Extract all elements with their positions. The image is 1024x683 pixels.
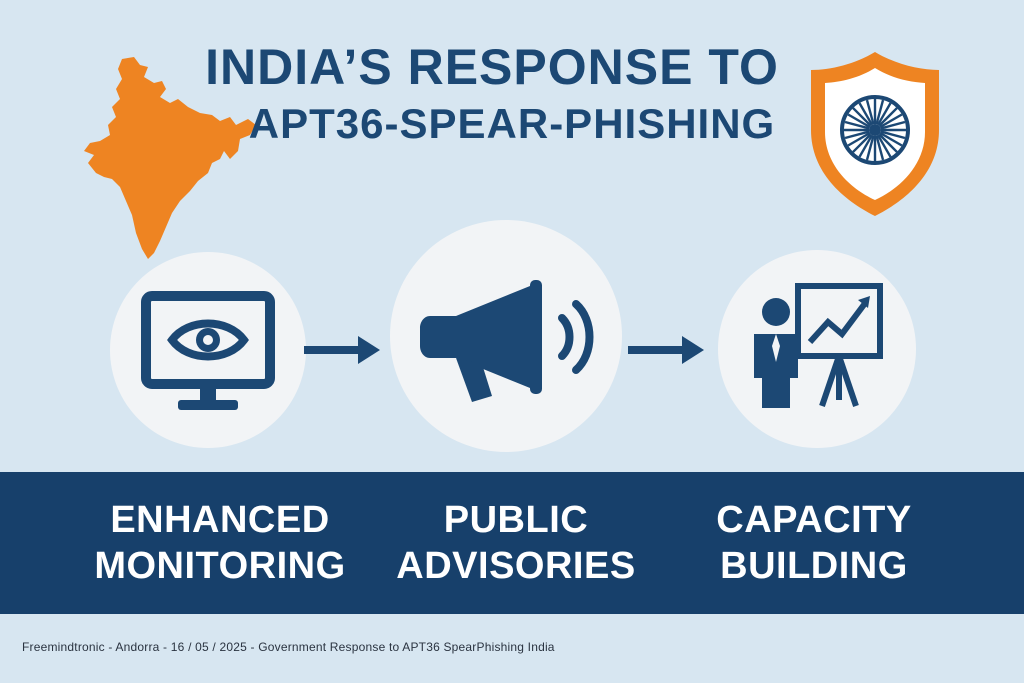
chakra-spoke (878, 107, 898, 127)
chakra-spoke (865, 135, 875, 161)
page-title: INDIA’S RESPONSE TO (205, 39, 779, 95)
chakra-spoke (880, 130, 906, 140)
chakra-spoke (880, 120, 906, 130)
arrow-right-icon (304, 336, 380, 364)
chakra-spoke (852, 133, 872, 153)
footer-caption: Freemindtronic - Andorra - 16 / 05 / 202… (22, 640, 555, 654)
step-label-monitoring: ENHANCED MONITORING (94, 499, 346, 587)
chakra-spoke (844, 120, 870, 130)
megaphone-icon (420, 280, 594, 402)
presenter-chart-icon (754, 283, 883, 408)
monitor-eye-icon (141, 291, 275, 410)
chakra-spoke (876, 134, 892, 158)
chakra-spoke (847, 113, 871, 129)
step-circle-advisories (390, 220, 622, 452)
chakra-spoke (878, 133, 898, 153)
chakra-spoke (876, 102, 892, 126)
page-subtitle: APT36-SPEAR-PHISHING (248, 100, 776, 147)
india-map-icon (84, 57, 256, 259)
arrow-right-icon (628, 336, 704, 364)
chakra-spoke (858, 134, 874, 158)
chakra-spoke (865, 99, 875, 125)
step-circle-capacity (718, 250, 916, 448)
step-circle-monitoring (110, 252, 306, 448)
chakra-spoke (858, 102, 874, 126)
chakra-spoke (847, 131, 871, 147)
chakra-spoke (875, 99, 885, 125)
chakra-spoke (875, 135, 885, 161)
chakra-spoke (844, 130, 870, 140)
step-label-capacity: CAPACITY BUILDING (716, 499, 912, 587)
step-label-advisories: PUBLIC ADVISORIES (396, 499, 636, 587)
labels-band: ENHANCED MONITORING PUBLIC ADVISORIES CA… (0, 472, 1024, 614)
shield-ashoka-chakra-icon (811, 52, 939, 216)
chakra-spoke (879, 131, 903, 147)
chakra-spoke (852, 107, 872, 127)
chakra-spoke (879, 113, 903, 129)
